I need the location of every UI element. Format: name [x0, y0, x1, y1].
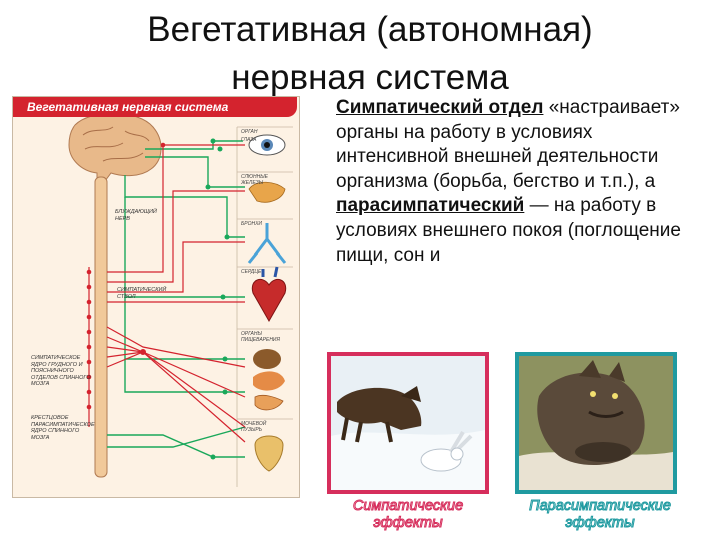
- parasympathetic-description: — на работу в условиях внешнего покоя (п…: [336, 195, 681, 266]
- organ-label-digestive: Органы пищеварения: [241, 331, 280, 343]
- label-vagus-nerve: Блуждающий нерв: [115, 209, 157, 222]
- label-thoracolumbar-nucleus: Симпатическое ядро грудного и поясничног…: [31, 355, 91, 387]
- eye-icon: [248, 134, 286, 156]
- organ-label-organ: Орган: [241, 129, 258, 135]
- digestive-organs-icon: [253, 349, 285, 411]
- organ-label-salivary: Слюнные железы: [241, 174, 268, 186]
- label-sacral-nucleus: Крестцовое парасимпатическое ядро спинно…: [31, 415, 95, 441]
- label-sympathetic-trunk: Симпатический ствол: [117, 287, 167, 300]
- diagram-artwork: [68, 112, 293, 487]
- nervous-system-diagram: Вегетативная нервная система Орган Глаза…: [12, 96, 300, 498]
- sympathetic-description: «настраивает» органы на работу в условия…: [336, 97, 680, 192]
- bronchi-icon: [247, 223, 287, 264]
- salivary-gland-icon: [248, 181, 286, 203]
- parasympathetic-heading: парасимпатический: [336, 195, 525, 217]
- brain-icon: [68, 112, 162, 182]
- parasympathetic-effects-caption: Парасимпатические эффекты: [529, 498, 672, 532]
- organ-label-eyes: Глаза: [241, 137, 257, 143]
- organ-label-heart: Сердце: [241, 269, 262, 275]
- organ-label-bronchi: Бронхи: [241, 221, 263, 227]
- diagram-title: Вегетативная нервная система: [13, 97, 297, 117]
- bullet-paragraph: • Симпатический отдел «настраивает» орга…: [336, 96, 700, 342]
- sympathetic-effects-image: [327, 352, 489, 494]
- bladder-icon: [254, 435, 284, 472]
- slide-title: Вегетативная (автономная) нервная систем…: [147, 10, 593, 97]
- spinal-cord: [94, 176, 108, 478]
- sympathetic-effects-caption: Симпатические эффекты: [352, 498, 464, 532]
- sympathetic-heading: Симпатический отдел: [336, 97, 544, 118]
- heart-icon: [251, 266, 287, 323]
- parasympathetic-effects-image: [515, 352, 677, 494]
- organ-label-bladder: Мочевой пузырь: [241, 421, 267, 433]
